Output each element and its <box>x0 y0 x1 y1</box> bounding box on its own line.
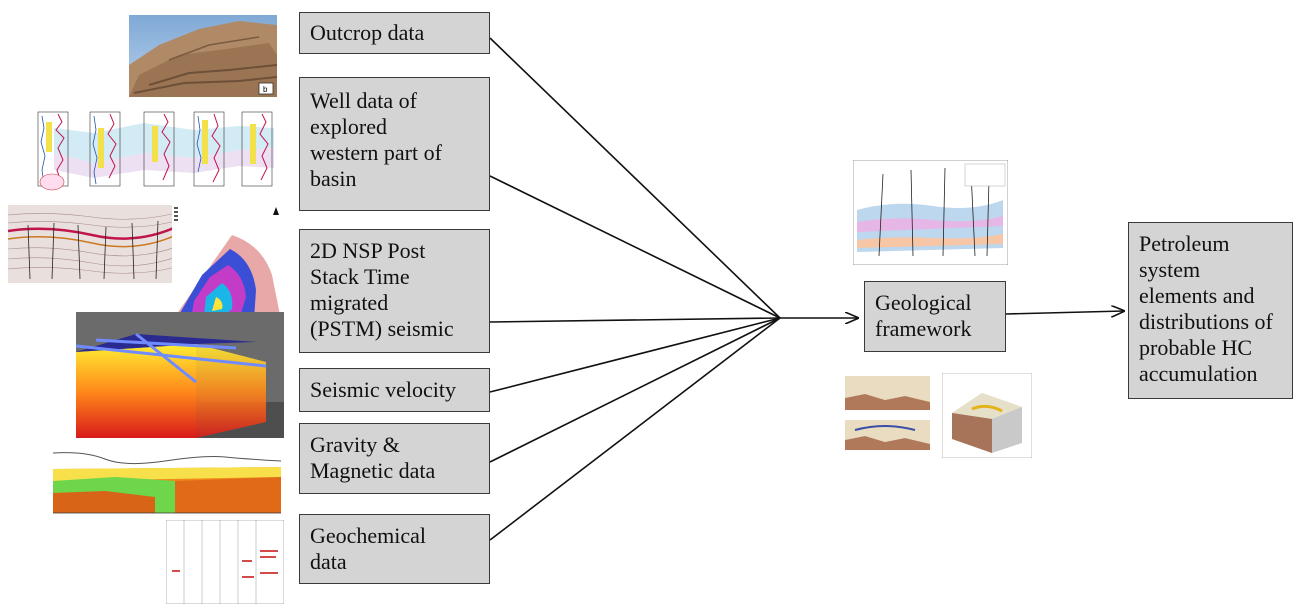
petroleum-system-box: Petroleum system elements and distributi… <box>1128 222 1293 399</box>
geological-framework-box: Geological framework <box>864 281 1006 352</box>
geochemical-data-box: Geochemical data <box>299 514 490 584</box>
thumb-label-b: b <box>263 85 268 94</box>
well-log-correlation <box>34 108 282 194</box>
line-outcrop <box>489 37 781 319</box>
depositional-model-2d <box>845 372 930 458</box>
line-well <box>489 175 781 319</box>
velocity-cube-3d <box>76 312 284 438</box>
seismic-section <box>8 205 176 283</box>
arrow-to-output <box>1005 311 1124 314</box>
well-data-box: Well data of explored western part of ba… <box>299 77 490 211</box>
line-velocity <box>489 317 781 393</box>
seismic-2d-box: 2D NSP Post Stack Time migrated (PSTM) s… <box>299 229 490 353</box>
geochemical-log <box>166 520 284 604</box>
line-geochem <box>489 317 781 541</box>
depositional-model-3d <box>942 373 1032 458</box>
outcrop-data-box: Outcrop data <box>299 12 490 54</box>
line-seismic2d <box>489 317 781 323</box>
geological-cross-section <box>853 160 1008 265</box>
gravity-magnetic-box: Gravity & Magnetic data <box>299 423 490 494</box>
line-gravmag <box>489 317 781 463</box>
outcrop-photo: b <box>129 15 277 97</box>
seismic-velocity-box: Seismic velocity <box>299 368 490 412</box>
gravity-magnetic-profile <box>45 447 285 517</box>
